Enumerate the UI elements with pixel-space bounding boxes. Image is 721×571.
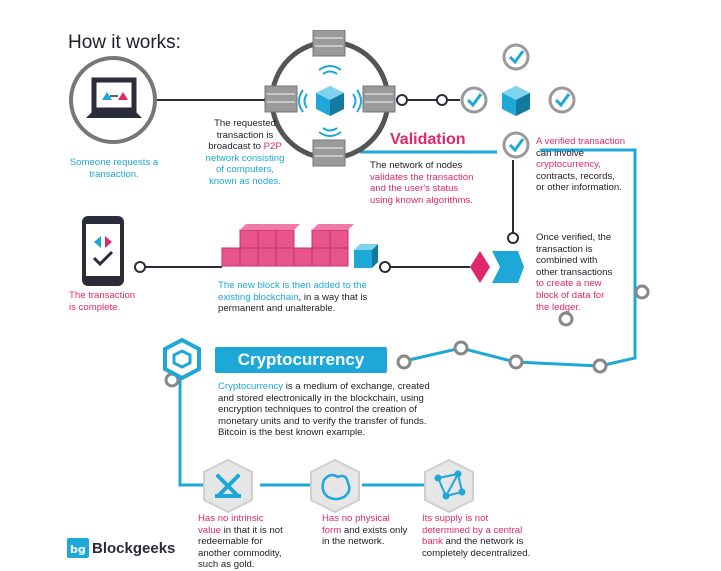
feature-decentralized-text: Its supply is not determined by a centra… — [422, 513, 531, 559]
blockchain-text: The new block is then added to the exist… — [218, 280, 368, 315]
validation-label: Validation — [390, 131, 466, 148]
feature-physical-form-text: Has no physical form and exists only in … — [322, 513, 408, 548]
combined-text: Once verified, the transaction is combin… — [536, 232, 613, 313]
svg-text:bg: bg — [70, 543, 86, 556]
blockchain-icon — [220, 220, 385, 280]
validation-text: The network of nodes validates the trans… — [370, 160, 474, 206]
broadcast-text: The requested transaction is broadcast t… — [205, 118, 285, 187]
block-combine-icon — [466, 245, 526, 289]
request-caption: Someone requests a transaction. — [69, 157, 159, 180]
complete-text: The transaction is complete. — [69, 290, 136, 313]
blockgeeks-logo-icon: bg — [66, 537, 90, 559]
p2p-network-icon — [255, 29, 405, 180]
validation-icons — [455, 40, 585, 160]
page-title: How it works: — [68, 32, 181, 53]
no-intrinsic-value-icon — [201, 458, 255, 514]
cryptocurrency-label: Cryptocurrency — [215, 347, 387, 373]
cryptocurrency-description: Cryptocurrency is a medium of exchange, … — [218, 381, 430, 439]
no-physical-form-icon — [308, 458, 362, 514]
verified-text: A verified transaction can involve crypt… — [536, 136, 626, 194]
cryptocurrency-hexagon-icon — [162, 337, 202, 381]
laptop-icon — [66, 50, 166, 150]
feature-intrinsic-value-text: Has no intrinsic value in that it is not… — [198, 513, 283, 571]
decentralized-network-icon — [422, 458, 476, 514]
phone-complete-icon — [80, 214, 126, 288]
brand-name: Blockgeeks — [92, 540, 176, 557]
